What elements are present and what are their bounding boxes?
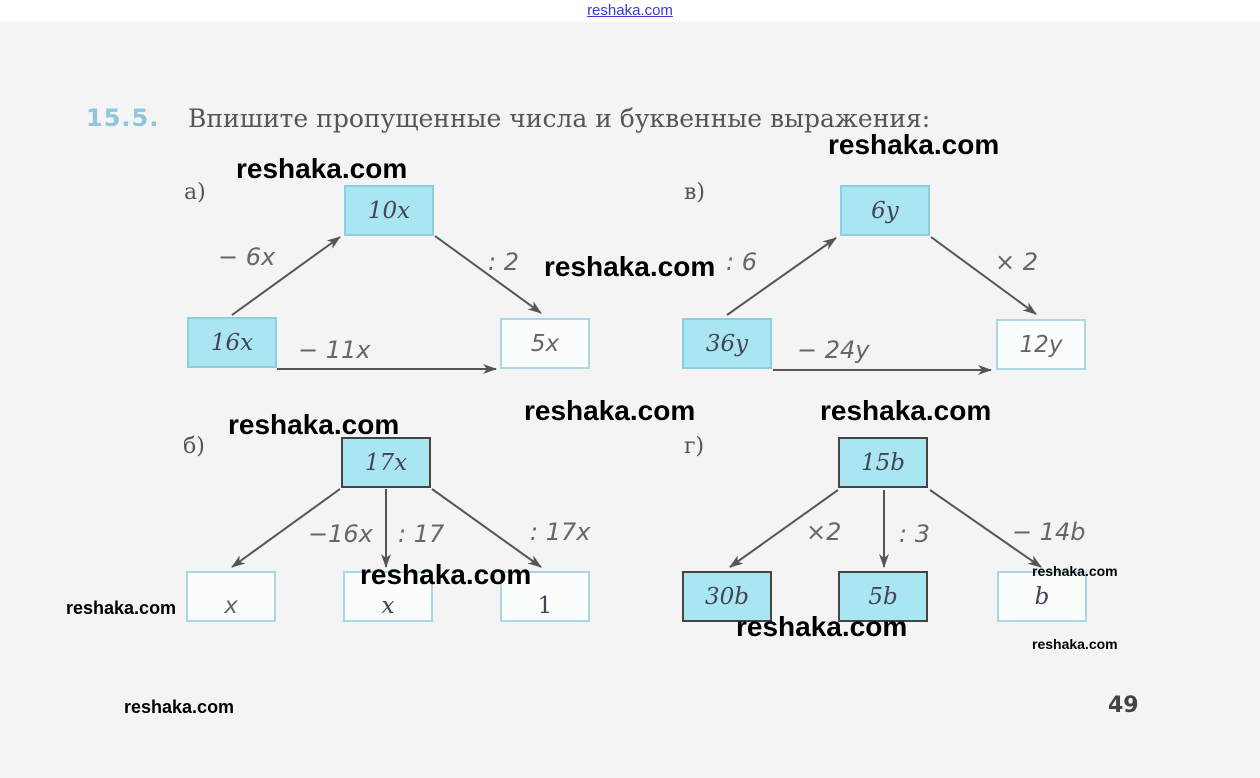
part-g-op1[interactable]: ×2 xyxy=(806,518,842,546)
part-g-top-box: 15b xyxy=(838,437,928,488)
part-v-top-box: 6y xyxy=(840,185,930,236)
part-a-left-box: 16x xyxy=(187,317,277,368)
part-a-top-box: 10x xyxy=(344,185,434,236)
watermark: reshaka.com xyxy=(820,395,992,426)
part-v-op-bottom[interactable]: − 24y xyxy=(797,336,870,364)
part-g-op2[interactable]: : 3 xyxy=(899,520,930,548)
watermark: reshaka.com xyxy=(1032,563,1118,579)
part-b-child1-box[interactable]: x xyxy=(186,571,276,622)
part-v-label: в) xyxy=(684,180,705,205)
arrow xyxy=(434,235,542,314)
arrow xyxy=(431,488,542,568)
arrow xyxy=(929,489,1042,568)
part-a-right-box[interactable]: 5x xyxy=(500,318,590,369)
part-b-child3-box: 1 xyxy=(500,571,590,622)
part-a-op-right: : 2 xyxy=(488,248,519,276)
part-a-op-bottom[interactable]: − 11x xyxy=(298,336,371,364)
part-b-child2-box: x xyxy=(343,571,433,622)
part-g-child3-box: b xyxy=(997,571,1087,622)
page-number: 49 xyxy=(1108,693,1139,718)
watermark: reshaka.com xyxy=(736,611,908,642)
arrow xyxy=(729,489,839,568)
part-a-op-left[interactable]: − 6x xyxy=(218,243,276,271)
part-b-op2[interactable]: : 17 xyxy=(398,520,445,548)
site-link[interactable]: reshaka.com xyxy=(587,2,673,19)
watermark: reshaka.com xyxy=(360,559,532,590)
part-g-child1-box: 30b xyxy=(682,571,772,622)
arrow xyxy=(231,488,341,568)
arrow xyxy=(726,237,837,316)
part-b-op1[interactable]: −16x xyxy=(308,520,373,548)
part-g-op3[interactable]: − 14b xyxy=(1012,518,1086,546)
exercise-instruction: Впишите пропущенные числа и буквенные вы… xyxy=(188,104,931,133)
part-v-op-right: × 2 xyxy=(995,248,1039,276)
part-b-label: б) xyxy=(183,434,205,459)
watermark: reshaka.com xyxy=(828,129,1000,160)
watermark: reshaka.com xyxy=(544,251,716,282)
part-v-op-left[interactable]: : 6 xyxy=(726,248,757,276)
watermark: reshaka.com xyxy=(228,409,400,440)
watermark: reshaka.com xyxy=(124,697,235,717)
watermark: reshaka.com xyxy=(66,598,177,618)
part-b-op3[interactable]: : 17x xyxy=(530,518,591,546)
exercise-number: 15.5. xyxy=(86,104,160,132)
part-b-top-box: 17x xyxy=(341,437,431,488)
watermark: reshaka.com xyxy=(524,395,696,426)
arrow xyxy=(930,236,1037,315)
top-bar xyxy=(0,0,1260,22)
part-g-label: г) xyxy=(684,434,705,459)
watermark: reshaka.com xyxy=(236,153,408,184)
watermark: reshaka.com xyxy=(1032,636,1118,652)
part-g-child2-box: 5b xyxy=(838,571,928,622)
part-v-right-box[interactable]: 12y xyxy=(996,319,1086,370)
part-a-label: а) xyxy=(184,180,206,205)
arrow xyxy=(231,236,341,316)
part-v-left-box: 36y xyxy=(682,318,772,369)
